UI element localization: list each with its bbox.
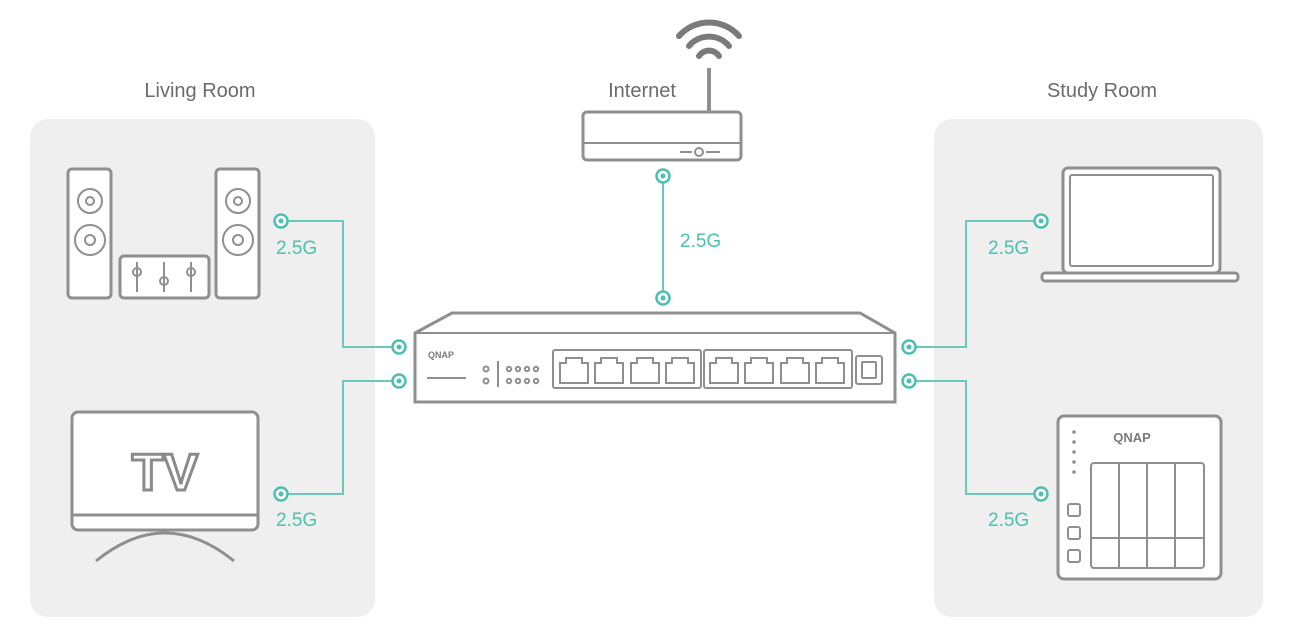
switch-right-connector-bottom: [901, 373, 917, 389]
ethernet-port-icon: [780, 357, 810, 384]
connection-wires: [281, 176, 1041, 495]
wifi-icon: [676, 19, 742, 59]
nas-connector: [1033, 486, 1049, 502]
ethernet-port-icon: [744, 357, 774, 384]
ethernet-port-icon: [815, 357, 845, 384]
router-icon: [581, 68, 743, 162]
nas-icon: QNAP: [1056, 414, 1223, 581]
ethernet-port-icon: [665, 357, 695, 384]
speakers-connector: [273, 213, 289, 229]
switch-top-connector: [655, 290, 671, 306]
switch-right-connector-top: [901, 339, 917, 355]
laptop-connector: [1033, 213, 1049, 229]
living-room-label: Living Room: [144, 80, 255, 102]
ethernet-port-icon: [594, 357, 624, 384]
speakers-link-speed: 2.5G: [276, 238, 317, 259]
nas-link-speed: 2.5G: [988, 510, 1029, 531]
tv-screen-text: TV: [132, 444, 199, 502]
switch-left-connector-top: [391, 339, 407, 355]
router-connector: [655, 168, 671, 184]
tv-link-speed: 2.5G: [276, 510, 317, 531]
laptop-icon: [1040, 166, 1240, 283]
ethernet-port-icon: [559, 357, 589, 384]
switch-left-connector-bottom: [391, 373, 407, 389]
ethernet-port-icon: [630, 357, 660, 384]
ethernet-port-icon: [709, 357, 739, 384]
speaker-system-icon: [66, 167, 261, 300]
network-switch-icon: QNAP: [413, 311, 897, 404]
internet-label: Internet: [608, 80, 676, 102]
switch-brand: QNAP: [428, 350, 454, 360]
tv-icon: TV: [70, 410, 260, 563]
study-room-label: Study Room: [1047, 80, 1157, 102]
nas-brand: QNAP: [1113, 430, 1151, 445]
laptop-link-speed: 2.5G: [988, 238, 1029, 259]
router-link-speed: 2.5G: [680, 231, 721, 252]
tv-connector: [273, 486, 289, 502]
